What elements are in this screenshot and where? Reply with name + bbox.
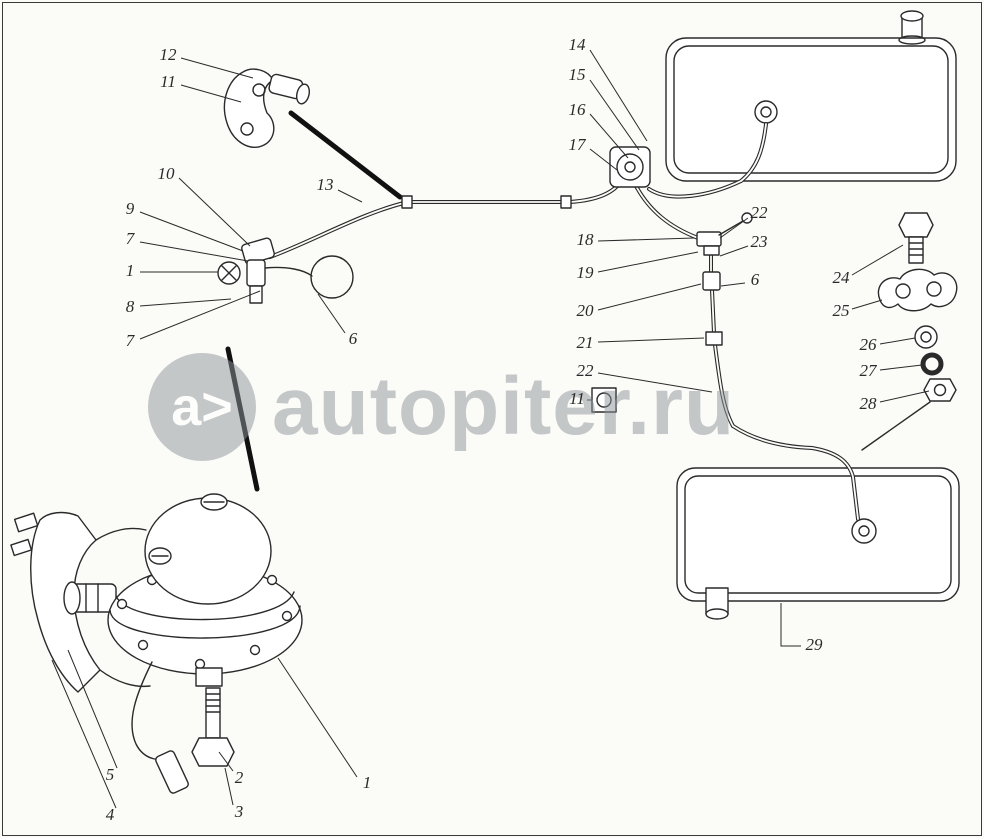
leader-line-14-10 (589, 49, 648, 142)
leader-line-17-13 (589, 148, 618, 171)
fuel-tank-upper (665, 10, 957, 182)
leader-line-7-7 (139, 290, 261, 340)
fuel-pump (10, 493, 303, 794)
leader-line-21-17 (597, 337, 705, 343)
leader-line-24-23 (851, 244, 904, 276)
leader-line-6-9 (317, 293, 346, 334)
leader-line-20-16 (597, 283, 702, 311)
pipe-bracket (223, 68, 311, 148)
leader-line-11-1 (180, 84, 242, 103)
leader-line-10-2 (178, 177, 251, 247)
fuel-tank-lower (676, 467, 960, 620)
leader-line-19-15 (597, 251, 699, 273)
pipe-fittings (401, 146, 753, 413)
leader-line-26-25 (879, 337, 916, 345)
fastener-parts (877, 212, 958, 402)
leader-line-27-26 (879, 364, 923, 371)
leader-line-29-28 (780, 603, 801, 647)
leader-line-18-14 (597, 237, 695, 242)
leader-line-22-18 (597, 372, 713, 393)
leader-line-7-4 (139, 241, 249, 262)
leader-line-23-21 (719, 245, 749, 257)
fuel-lines (268, 122, 931, 521)
leader-line-22-20 (719, 217, 749, 239)
leader-lines (51, 49, 930, 809)
inlet-fitting-cluster (217, 237, 354, 304)
leader-line-3-32 (224, 767, 234, 806)
leader-line-15-11 (589, 79, 640, 151)
leader-line-16-12 (589, 113, 629, 159)
leader-line-8-6 (139, 298, 232, 307)
leader-line-9-3 (139, 211, 244, 252)
leader-line-28-27 (879, 390, 930, 403)
leader-line-2-31 (218, 751, 234, 772)
leader-line-6-22 (720, 282, 746, 287)
leader-line-4-30 (51, 659, 117, 809)
leader-line-1-33 (277, 657, 358, 778)
leader-line-5-29 (67, 649, 118, 769)
leader-line-13-8 (337, 189, 363, 203)
leader-line-12-0 (180, 57, 254, 79)
leader-line-25-24 (851, 299, 883, 310)
